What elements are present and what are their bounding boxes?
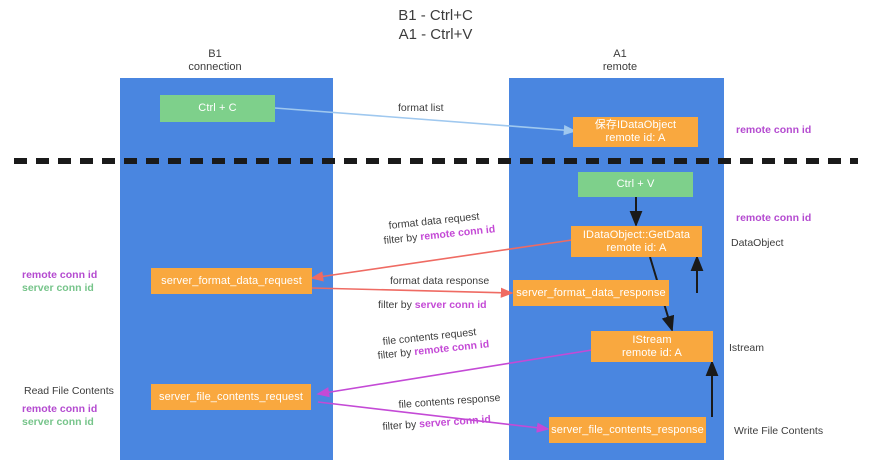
node-server-file-contents-response-label: server_file_contents_response — [551, 423, 704, 436]
filter-prefix: filter by — [377, 346, 415, 362]
filter-prefix: filter by — [382, 418, 420, 433]
node-istream[interactable]: IStream remote id: A — [591, 331, 713, 362]
node-server-format-data-response[interactable]: server_format_data_response — [513, 280, 669, 306]
left-label-server-conn-id-2: server conn id — [22, 416, 94, 428]
node-idataobject-getdata-label: IDataObject::GetData — [582, 228, 691, 241]
node-ctrl-v-label: Ctrl + V — [616, 178, 655, 190]
node-server-format-data-request[interactable]: server_format_data_request — [151, 268, 312, 294]
node-server-format-data-response-label: server_format_data_response — [516, 286, 666, 299]
node-store-idataobject-sub: remote id: A — [605, 132, 666, 144]
node-ctrl-c-label: Ctrl + C — [198, 102, 237, 114]
filter-prefix: filter by — [383, 231, 421, 247]
node-server-file-contents-request[interactable]: server_file_contents_request — [151, 384, 311, 410]
right-label-write-file-contents: Write File Contents — [734, 425, 824, 437]
column-header-b1: B1 connection — [188, 48, 242, 73]
left-label-server-conn-id-1: server conn id — [22, 282, 94, 294]
page-title: B1 - Ctrl+C A1 - Ctrl+V — [398, 7, 473, 43]
filter-key-server-conn-id: server conn id — [414, 299, 487, 311]
left-label-remote-conn-id-1: remote conn id — [22, 269, 98, 281]
node-server-file-contents-request-label: server_file_contents_request — [158, 390, 304, 403]
node-ctrl-c[interactable]: Ctrl + C — [160, 95, 275, 122]
node-store-idataobject-label: 保存IDataObject — [594, 119, 677, 131]
node-store-idataobject[interactable]: 保存IDataObject remote id: A — [573, 117, 698, 147]
edge-label-file-contents-response-filter: filter by server conn id — [382, 412, 491, 434]
edge-label-file-contents-response: file contents response — [398, 391, 501, 411]
node-istream-label: IStream — [632, 333, 672, 346]
left-label-remote-conn-id-2: remote conn id — [22, 403, 98, 415]
node-idataobject-getdata-sub: remote id: A — [606, 241, 667, 254]
column-header-a1: A1 remote — [602, 48, 638, 73]
node-istream-sub: remote id: A — [622, 346, 682, 359]
node-server-format-data-request-label: server_format_data_request — [161, 274, 302, 287]
filter-prefix: filter by — [378, 299, 415, 311]
right-label-remote-conn-id-1: remote conn id — [736, 124, 812, 136]
edge-label-format-list: format list — [398, 102, 444, 114]
right-label-istream: Istream — [729, 342, 765, 354]
filter-key-server-conn-id: server conn id — [418, 413, 492, 431]
right-label-dataobject: DataObject — [731, 237, 784, 249]
left-label-read-file-contents: Read File Contents — [24, 385, 114, 397]
edge-label-format-data-response-filter: filter by server conn id — [378, 298, 487, 312]
edge-label-format-data-response: format data response — [390, 275, 490, 287]
node-idataobject-getdata[interactable]: IDataObject::GetData remote id: A — [571, 226, 702, 257]
node-server-file-contents-response[interactable]: server_file_contents_response — [549, 417, 706, 443]
right-label-remote-conn-id-2: remote conn id — [736, 212, 812, 224]
node-ctrl-v[interactable]: Ctrl + V — [578, 172, 693, 197]
